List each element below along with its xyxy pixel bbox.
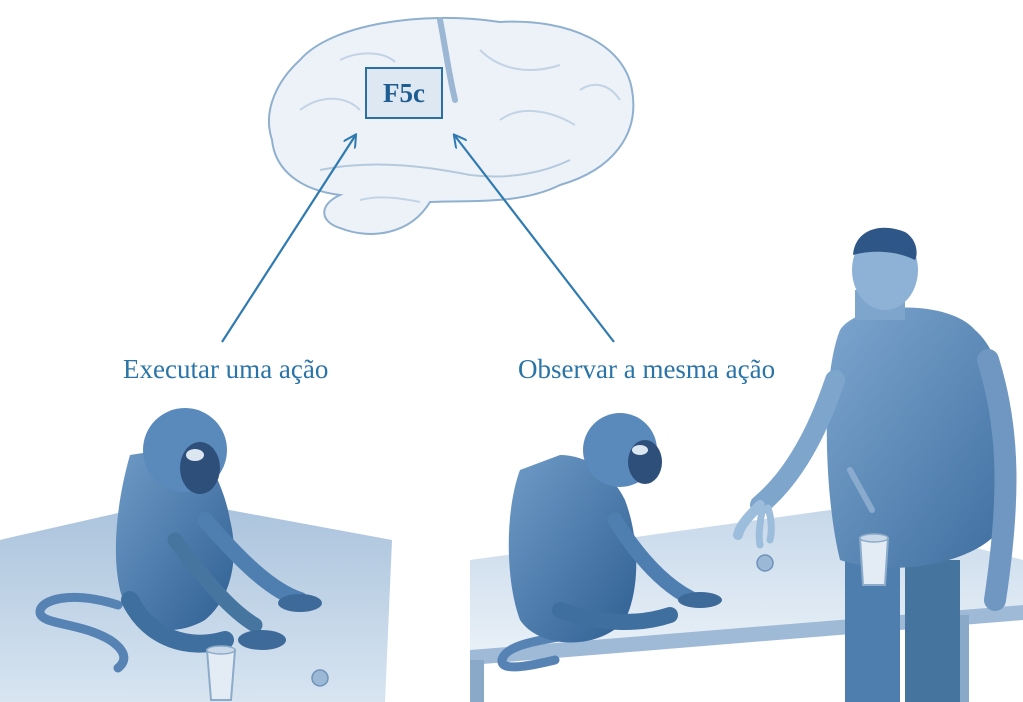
observe-scene xyxy=(470,228,1023,702)
brain-illustration xyxy=(269,18,633,234)
observe-caption: Observar a mesma ação xyxy=(518,356,775,383)
execute-scene xyxy=(0,408,392,702)
f5c-region-label: F5c xyxy=(365,67,443,119)
execute-caption: Executar uma ação xyxy=(123,356,328,383)
